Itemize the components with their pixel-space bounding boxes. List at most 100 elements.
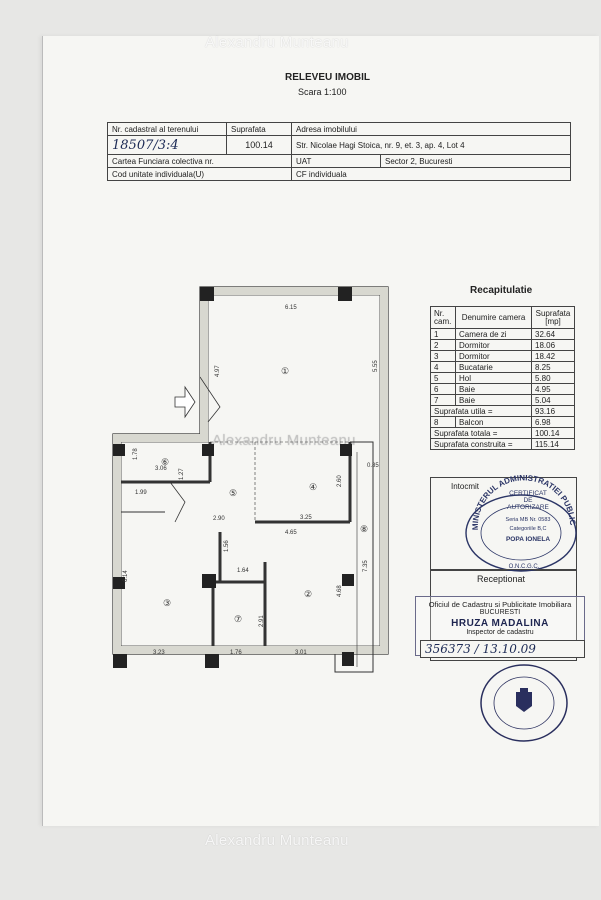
built-value: 115.14 bbox=[531, 438, 575, 450]
label-unit: Cod unitate individuala(U) bbox=[107, 167, 292, 181]
dim-6-14: 6.14 bbox=[123, 570, 129, 582]
dim-1-27: 1.27 bbox=[179, 468, 185, 480]
room-name: Baie bbox=[455, 394, 532, 406]
room-label-8: ⑧ bbox=[360, 524, 368, 534]
watermark-bottom: Alexandru Munteanu bbox=[205, 832, 349, 849]
cert-line-2: DE bbox=[523, 497, 533, 504]
dim-3-23: 3.23 bbox=[153, 650, 165, 656]
office-city: BUCURESTI bbox=[479, 609, 521, 616]
recap-title: Recapitulatie bbox=[470, 285, 533, 296]
room-label-2: ② bbox=[304, 589, 312, 599]
cert-line-1: CERTIFICAT bbox=[509, 490, 547, 497]
room-label-5: ⑤ bbox=[229, 488, 237, 498]
cadastral-value: 18507/3:4 bbox=[107, 135, 227, 155]
author-box: Intocmit bbox=[430, 477, 577, 571]
author-label: Intocmit bbox=[451, 482, 480, 491]
cert-categories: Categoriile B,C bbox=[510, 526, 547, 532]
room-label-7: ⑦ bbox=[234, 614, 242, 624]
reception-number: 356373 / 13.10.09 bbox=[420, 640, 585, 658]
watermark-top: Alexandru Munteanu bbox=[205, 34, 349, 51]
dim-0-85: 0.85 bbox=[367, 463, 379, 469]
total-value: 100.14 bbox=[531, 427, 575, 439]
label-cf-individual: CF individuala bbox=[291, 167, 571, 181]
label-cadastral: Nr. cadastral al terenului bbox=[107, 122, 227, 136]
watermark-middle: Alexandru Munteanu bbox=[212, 432, 356, 449]
label-address: Adresa imobilului bbox=[291, 122, 571, 136]
balcony-name: Balcon bbox=[455, 416, 532, 428]
dim-1-78: 1.78 bbox=[133, 448, 139, 460]
cert-name: POPA IONELA bbox=[506, 536, 550, 543]
useful-label: Suprafata utila = bbox=[430, 405, 532, 417]
dim-2-91: 2.91 bbox=[259, 615, 265, 627]
address-value: Str. Nicolae Hagi Stoica, nr. 9, et. 3, … bbox=[291, 135, 571, 155]
room-nr: 3 bbox=[430, 350, 456, 362]
label-uat: UAT bbox=[291, 154, 381, 168]
room-label-3: ③ bbox=[163, 598, 171, 608]
balcony-area: 6.98 bbox=[531, 416, 575, 428]
office-name: Oficiul de Cadastru si Publicitate Imobi… bbox=[428, 600, 572, 609]
room-name: Hol bbox=[455, 372, 532, 384]
label-cf: Cartea Funciara colectiva nr. bbox=[107, 154, 292, 168]
room-area: 8.25 bbox=[531, 361, 575, 373]
room-nr: 2 bbox=[430, 339, 456, 351]
room-nr: 7 bbox=[430, 394, 456, 406]
dim-3-01: 3.01 bbox=[295, 650, 307, 656]
room-label-1: ① bbox=[281, 366, 289, 376]
dim-3-06: 3.06 bbox=[155, 466, 167, 472]
room-name: Dormitor bbox=[455, 339, 532, 351]
built-label: Suprafata construita = bbox=[430, 438, 532, 450]
col-name: Denumire camera bbox=[455, 306, 532, 329]
dim-1-99: 1.99 bbox=[135, 490, 147, 496]
room-name: Baie bbox=[455, 383, 532, 395]
recap-table: Nr. cam. Denumire camera Suprafata [mp] … bbox=[430, 306, 575, 450]
room-nr: 1 bbox=[430, 328, 456, 340]
useful-value: 93.16 bbox=[531, 405, 575, 417]
col-nr: Nr. cam. bbox=[430, 306, 456, 329]
reception-box: Receptionat bbox=[430, 569, 577, 661]
room-area: 5.80 bbox=[531, 372, 575, 384]
dim-4-68: 4.68 bbox=[337, 585, 343, 597]
cert-line-3: AUTORIZARE bbox=[507, 504, 549, 511]
room-nr: 6 bbox=[430, 383, 456, 395]
surface-value: 100.14 bbox=[226, 135, 292, 155]
certificate-stamp: MINISTERUL ADMINISTRATIEI PUBLICE CERTIF… bbox=[458, 475, 577, 572]
dim-6-15: 6.15 bbox=[285, 305, 297, 311]
dim-4-97: 4.97 bbox=[215, 365, 221, 377]
col-area: Suprafata [mp] bbox=[531, 306, 575, 329]
label-surface: Suprafata bbox=[226, 122, 292, 136]
inspector-role: Inspector de cadastru bbox=[466, 629, 534, 636]
dim-4-65: 4.65 bbox=[285, 530, 297, 536]
cert-series: Seria MB Nr. 0583 bbox=[506, 517, 551, 523]
header-table: Nr. cadastral al terenului Suprafata Adr… bbox=[107, 122, 571, 181]
room-area: 4.95 bbox=[531, 383, 575, 395]
room-area: 18.06 bbox=[531, 339, 575, 351]
total-label: Suprafata totala = bbox=[430, 427, 532, 439]
uat-value: Sector 2, Bucuresti bbox=[380, 154, 571, 168]
room-area: 18.42 bbox=[531, 350, 575, 362]
balcony-nr: 8 bbox=[430, 416, 456, 428]
dim-1-76: 1.76 bbox=[230, 650, 242, 656]
stamp-bottom-text: O.N.C.G.C. bbox=[509, 564, 540, 570]
dim-1-64: 1.64 bbox=[237, 568, 249, 574]
inspector-name: HRUZA MADALINA bbox=[451, 618, 549, 629]
dim-2-60: 2.60 bbox=[337, 475, 343, 487]
reception-label: Receptionat bbox=[477, 574, 526, 584]
room-nr: 5 bbox=[430, 372, 456, 384]
dim-1-56: 1.56 bbox=[224, 540, 230, 552]
room-nr: 4 bbox=[430, 361, 456, 373]
dim-5-55: 5.55 bbox=[373, 360, 379, 372]
room-area: 32.64 bbox=[531, 328, 575, 340]
dim-2-90: 2.90 bbox=[213, 516, 225, 522]
dim-7-35: 7.35 bbox=[363, 560, 369, 572]
dim-3-25: 3.25 bbox=[300, 515, 312, 521]
room-name: Bucatarie bbox=[455, 361, 532, 373]
floor-plan: ① ② ③ ④ ⑤ ⑥ ⑦ ⑧ 6.15 4.97 5.55 3.06 1.78… bbox=[112, 286, 389, 673]
